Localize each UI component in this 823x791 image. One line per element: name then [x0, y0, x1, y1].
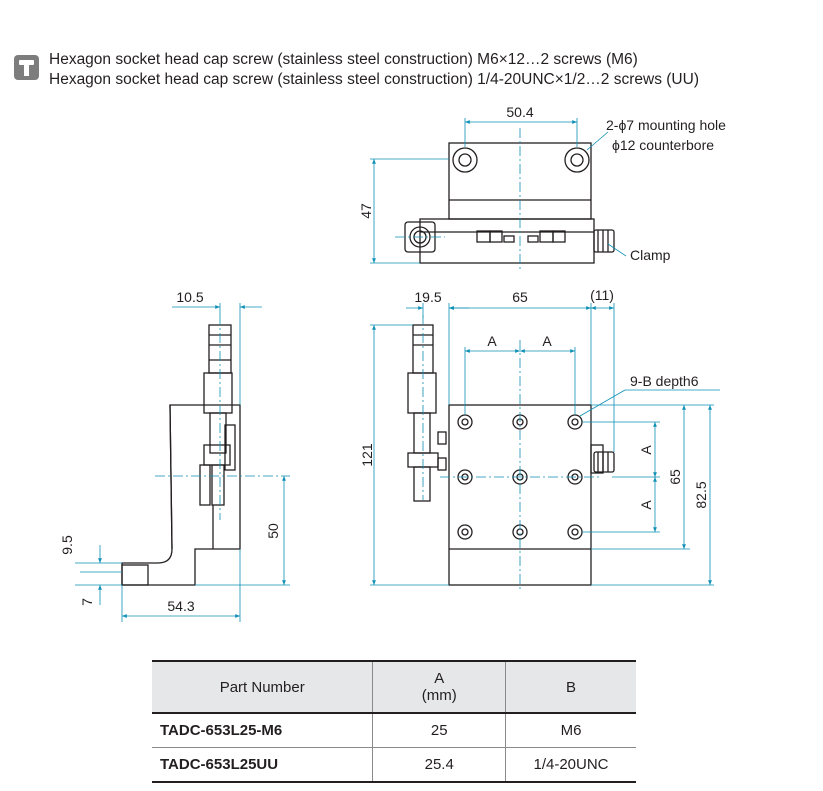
counterbore-label: ϕ12 counterbore — [612, 137, 714, 153]
screw-icon — [14, 55, 39, 80]
part-number-cell: TADC-653L25UU — [152, 747, 373, 783]
front-a-lower-dim: A — [638, 500, 654, 510]
technical-drawing: 50.4 47 2-ϕ7 mounting hole ϕ12 counterbo… — [59, 104, 726, 622]
header-b: B — [505, 660, 636, 714]
front-65-dim: 65 — [512, 289, 528, 305]
table-row: TADC-653L25-M6 25 M6 — [152, 713, 636, 748]
front-a-left-dim: A — [487, 333, 497, 349]
header-part-number: Part Number — [152, 660, 373, 714]
screw-note-uu: Hexagon socket head cap screw (stainless… — [49, 71, 699, 88]
table-row: TADC-653L25UU 25.4 1/4-20UNC — [152, 747, 636, 783]
a-value-cell: 25 — [372, 713, 506, 748]
side-height-dim: 50 — [265, 523, 281, 539]
screw-note-m6: Hexagon socket head cap screw (stainless… — [49, 51, 638, 68]
side-top-dim: 10.5 — [176, 289, 203, 305]
front-121-dim: 121 — [359, 443, 375, 467]
mounting-hole-label: 2-ϕ7 mounting hole — [606, 117, 726, 133]
header-a: A (mm) — [372, 660, 506, 714]
front-65-side-dim: 65 — [667, 469, 683, 485]
b-value-cell: M6 — [505, 713, 636, 748]
b-value-cell: 1/4-20UNC — [505, 747, 636, 783]
side-bottom-dim: 54.3 — [167, 598, 194, 614]
front-19-5-dim: 19.5 — [414, 289, 441, 305]
front-a-upper-dim: A — [638, 445, 654, 455]
table-header-row: Part Number A (mm) B — [152, 660, 636, 714]
part-number-cell: TADC-653L25-M6 — [152, 713, 373, 748]
front-a-right-dim: A — [542, 333, 552, 349]
top-width-dim: 50.4 — [506, 104, 533, 120]
header-a-label: A — [434, 670, 445, 687]
top-view: 50.4 47 2-ϕ7 mounting hole ϕ12 counterbo… — [358, 104, 726, 270]
side-7-dim: 7 — [79, 598, 95, 606]
clamp-label: Clamp — [630, 247, 671, 263]
header-a-unit: (mm) — [421, 687, 457, 704]
side-9-5-dim: 9.5 — [59, 535, 75, 555]
spec-table: Part Number A (mm) B TADC-653L25-M6 25 M… — [152, 660, 636, 783]
tapped-holes-label: 9-B depth6 — [630, 373, 699, 389]
front-view: 19.5 65 (11) A A 121 9-B depth6 A A 65 8… — [359, 287, 720, 590]
top-height-dim: 47 — [358, 203, 374, 219]
side-view: 10.5 50 9.5 7 54.3 — [59, 289, 290, 622]
front-11-dim: (11) — [590, 287, 614, 303]
a-value-cell: 25.4 — [372, 747, 506, 783]
front-82-5-dim: 82.5 — [693, 481, 709, 508]
